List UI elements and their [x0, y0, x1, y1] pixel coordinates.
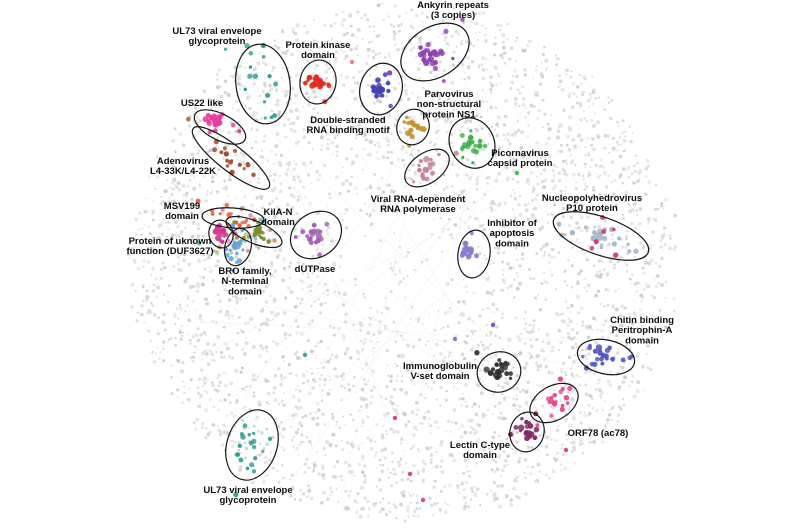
cluster-ellipse-ul73-top: [235, 43, 291, 125]
cluster-parvovirus-ns1: [370, 72, 393, 109]
cluster-orf78: [535, 376, 573, 428]
cluster-ellipse-npv-p10: [552, 211, 650, 261]
cluster-ellipse-adenovirus-l4: [191, 126, 271, 190]
stray-points: [302, 59, 569, 503]
cluster-ellipse-chitin-binding: [576, 338, 636, 376]
cluster-ellipse-iap-domain: [457, 229, 491, 279]
cluster-ellipse-ankyrin-repeats: [400, 22, 470, 82]
cluster-ellipse-msv199-domain: [201, 207, 265, 229]
cluster-msv199-domain: [195, 198, 257, 229]
cluster-dutpase: [293, 221, 330, 258]
cluster-ellipse-protein-kinase: [299, 59, 337, 105]
cluster-ellipse-lectin-c-type: [509, 411, 545, 453]
cluster-ellipse-dsrna-binding-motif: [396, 108, 430, 146]
cluster-ellipse-bro-family: [223, 227, 253, 267]
cluster-igv-set: [474, 350, 513, 380]
cluster-viral-rdrp: [412, 150, 459, 184]
cluster-ellipse-picornavirus-capsid: [448, 117, 496, 169]
cluster-ellipse-ul73-bottom: [225, 409, 279, 481]
cluster-ellipse-parvovirus-ns1: [359, 62, 403, 116]
cluster-ankyrin-repeats: [387, 17, 465, 83]
cluster-ellipse-dutpase: [289, 210, 343, 260]
cluster-ellipse-us22-like: [193, 109, 247, 145]
cluster-label-us22-like: US22 like: [181, 98, 223, 109]
cluster-protein-kinase: [303, 74, 332, 105]
point-streaks: [181, 54, 614, 468]
cluster-ellipse-igv-set: [476, 351, 522, 393]
cluster-ul73-top: [223, 42, 278, 120]
cluster-ellipses: [191, 22, 650, 481]
cluster-label-orf78: ORF78 (ac78): [568, 428, 629, 439]
cluster-duf3627: [212, 223, 238, 244]
cluster-ellipse-kila-n-domain: [225, 215, 283, 249]
cluster-chitin-binding: [581, 343, 634, 371]
cluster-ellipse-viral-rdrp: [404, 148, 450, 188]
cluster-ellipse-orf78: [529, 382, 579, 424]
cluster-lectin-c-type: [508, 411, 540, 442]
cluster-adenovirus-l4: [186, 116, 256, 177]
cluster-label-dutpase: dUTPase: [295, 264, 336, 275]
cluster-picornavirus-capsid: [459, 129, 488, 165]
cluster-label-ankyrin-repeats: Ankyrin repeats(3 copies): [417, 0, 489, 21]
cluster-iap-domain: [459, 231, 479, 260]
cluster-ul73-bottom: [233, 423, 273, 498]
cluster-us22-like: [202, 112, 242, 135]
